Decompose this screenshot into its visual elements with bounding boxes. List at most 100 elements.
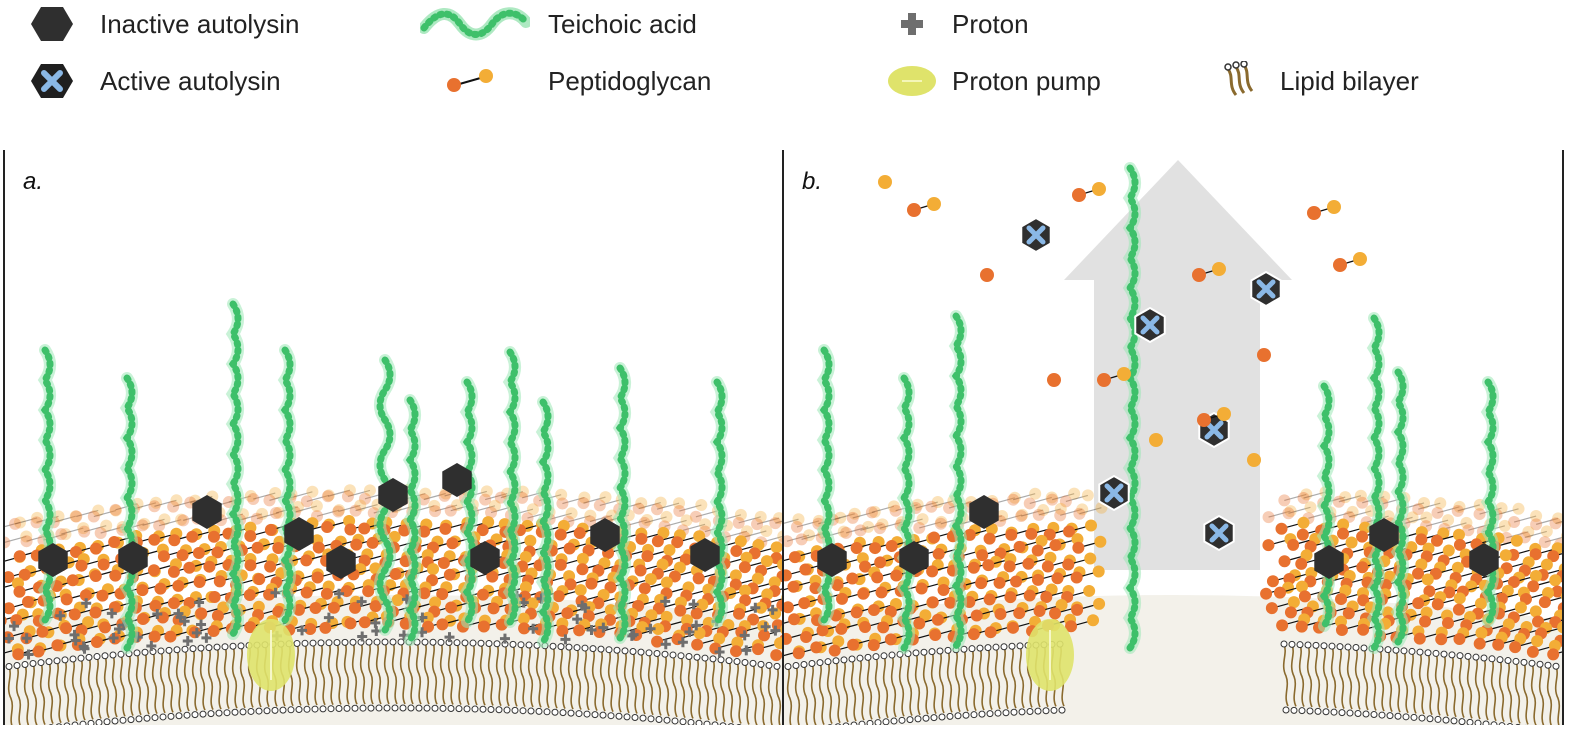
peptidoglycan-unit (5, 536, 11, 549)
peptidoglycan-unit (564, 578, 577, 591)
peptidoglycan-unit (751, 518, 764, 531)
lipid-head (581, 644, 589, 652)
lipid-tail (223, 646, 230, 710)
peptidoglycan-unit (1337, 527, 1350, 540)
peptidoglycan-unit (1431, 598, 1444, 611)
lipid-tail (15, 665, 22, 725)
peptidoglycan-unit (913, 521, 926, 534)
active-autolysin-mark (1104, 483, 1124, 503)
peptidoglycan-unit (429, 596, 442, 609)
peptidoglycan-unit (556, 497, 569, 510)
lipid-head (1440, 650, 1448, 658)
lipid-tail (1002, 646, 1009, 710)
peptidoglycan-unit (251, 541, 264, 554)
peptidoglycan-unit (5, 616, 7, 625)
lipid-head (914, 715, 922, 723)
lipid-head (1304, 641, 1312, 649)
lipid-tail (391, 641, 398, 705)
proton (9, 621, 20, 632)
peptidoglycan-unit (699, 518, 712, 531)
peptidoglycan-unit (1298, 590, 1311, 603)
legend-label: Active autolysin (100, 65, 281, 96)
lipid-tail (1298, 644, 1305, 708)
peptidoglycan-unit (186, 530, 199, 543)
lipid-head (453, 639, 461, 647)
lipid-tail (882, 655, 889, 719)
peptidoglycan-unit (784, 601, 794, 614)
peptidoglycan-unit (846, 511, 859, 524)
legend-label: Teichoic acid (548, 8, 697, 39)
proton (108, 632, 119, 643)
peptidoglycan-unit (926, 596, 939, 609)
peptidoglycan-unit (867, 604, 880, 617)
lipid-tail (1418, 651, 1425, 715)
teichoic-acid (280, 346, 294, 624)
lipid-tail (599, 648, 606, 712)
peptidoglycan-unit (1512, 502, 1525, 515)
peptidoglycan-unit (1529, 548, 1542, 561)
peptidoglycan-unit (175, 513, 188, 526)
peptidoglycan-link (919, 521, 942, 529)
proton (179, 616, 190, 627)
peptidoglycan-unit (1356, 530, 1369, 543)
peptidoglycan-unit (349, 601, 362, 614)
peptidoglycan-unit (837, 525, 850, 538)
lipid-tail (431, 641, 438, 705)
peptidoglycan-unit (792, 513, 805, 526)
autolysins (817, 216, 1499, 579)
peptidoglycan-unit (1295, 557, 1308, 570)
lipid-head (874, 719, 882, 725)
lipid-head (687, 718, 695, 725)
lipid-head (127, 716, 135, 724)
peptidoglycan-link (562, 496, 585, 505)
peptidoglycan-link (589, 514, 613, 523)
peptidoglycan-unit (641, 513, 654, 526)
peptidoglycan-unit (862, 520, 875, 533)
lipid-head (639, 714, 647, 722)
lipid-tail (503, 643, 510, 707)
peptidoglycan-unit (1022, 557, 1035, 570)
lipid-head (1480, 654, 1488, 662)
peptidoglycan-unit (770, 541, 782, 554)
lipid-head (477, 639, 485, 647)
legend-item-lipid-bilayer: Lipid bilayer (1210, 59, 1419, 103)
peptidoglycan-unit (148, 630, 161, 643)
peptidoglycan-unit (651, 535, 664, 548)
lipid-head (543, 708, 551, 716)
peptidoglycan-unit (1010, 575, 1023, 588)
lipid-tail (1290, 644, 1297, 707)
lipid-head (623, 713, 631, 721)
lipid-tail (175, 649, 182, 713)
peptidoglycan-unit (300, 554, 313, 567)
peptidoglycan-unit (1342, 607, 1355, 620)
lipid-head (1386, 712, 1394, 720)
teichoic-acid (899, 374, 913, 652)
peptidoglycan-unit (18, 568, 31, 581)
peptidoglycan-link (1338, 495, 1362, 503)
lipid-tail (735, 661, 742, 724)
peptidoglycan-unit (926, 565, 939, 578)
lipid-tail (127, 653, 134, 716)
proton (677, 637, 688, 648)
peptidoglycan-link (173, 499, 196, 508)
peptidoglycan-unit (168, 534, 181, 547)
lipid-head (365, 638, 373, 646)
peptidoglycan-unit (913, 617, 926, 630)
peptidoglycan-unit (13, 516, 26, 529)
lipid-head (1474, 719, 1482, 725)
lipid-head (1458, 718, 1466, 725)
lipid-tail (743, 662, 750, 725)
peptidoglycan-unit (1054, 509, 1067, 522)
lipid-head (471, 705, 479, 713)
lipid-head (349, 638, 357, 646)
proton (106, 608, 117, 619)
peptidoglycan-unit (1406, 511, 1419, 524)
peptidoglycan-unit (798, 597, 811, 610)
peptidoglycan-unit (1007, 493, 1020, 506)
lipid-head (325, 639, 333, 647)
proton (21, 633, 32, 644)
proton (528, 623, 539, 634)
peptidoglycan-unit (1059, 495, 1072, 508)
peptidoglycan-unit (109, 504, 122, 517)
inactive-autolysin (590, 518, 620, 552)
